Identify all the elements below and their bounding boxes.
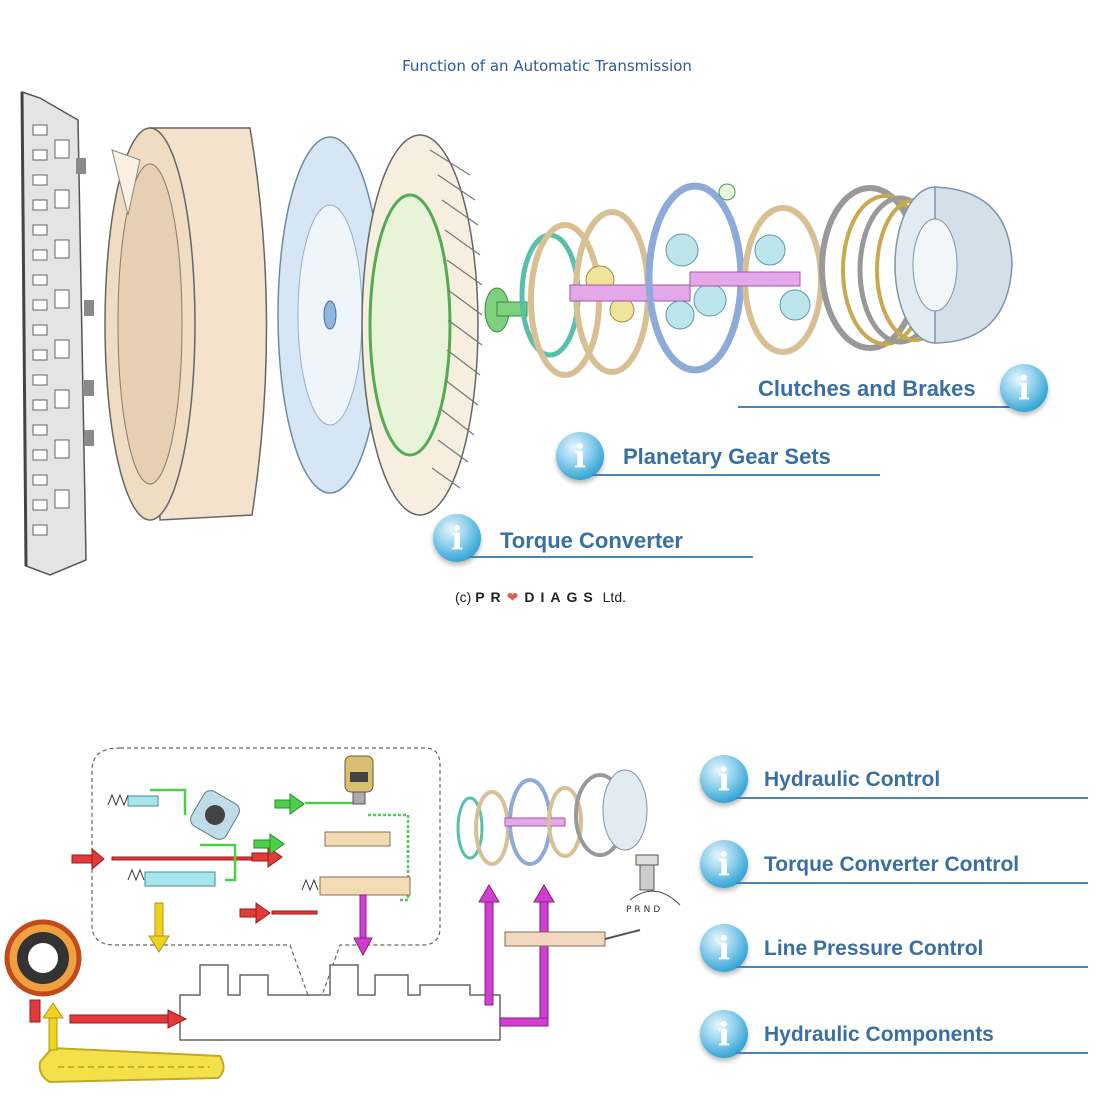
info-icon: i: [700, 1010, 748, 1058]
stator-hub: [484, 287, 528, 333]
heart-icon: ❤: [506, 589, 525, 605]
converter-housing: [104, 127, 268, 521]
info-link-torque-converter[interactable]: i Torque Converter: [433, 512, 763, 568]
underline: [592, 474, 880, 476]
valve-body: [179, 964, 501, 1041]
info-icon: i: [700, 755, 748, 803]
info-label: Clutches and Brakes: [758, 376, 976, 401]
underline: [736, 966, 1088, 968]
info-label: Torque Converter Control: [764, 853, 1020, 876]
shift-positions-label: PRND: [626, 905, 663, 915]
info-label: Line Pressure Control: [764, 937, 984, 960]
converter-flow: [353, 884, 555, 1027]
info-link-hydraulic-control[interactable]: i Hydraulic Control: [700, 753, 1090, 809]
brand-right: DIAGS: [524, 589, 599, 605]
info-icon: i: [700, 924, 748, 972]
suction-flow: [42, 902, 170, 1051]
solenoid-valve: [190, 755, 374, 840]
underline: [736, 1052, 1088, 1054]
torque-converter-turbine: [361, 134, 483, 516]
planetary-gear-sets: [519, 182, 824, 378]
clutch-packs: [819, 185, 1013, 351]
info-icon: i: [1000, 364, 1048, 412]
info-icon: i: [433, 514, 481, 562]
info-link-line-pressure-control[interactable]: i Line Pressure Control: [700, 922, 1090, 978]
info-label: Planetary Gear Sets: [623, 444, 831, 469]
underline: [738, 406, 1028, 408]
callout-box: [91, 747, 441, 1017]
torque-converter-impeller: [277, 136, 383, 494]
info-link-planetary-gear-sets[interactable]: i Planetary Gear Sets: [556, 430, 886, 486]
underline: [736, 882, 1088, 884]
brand-left: PR: [475, 589, 507, 605]
underline: [736, 797, 1088, 799]
valve-spools: [107, 793, 411, 896]
line-pressure-flow: [29, 846, 318, 1029]
copyright: (c) PR❤DIAGS Ltd.: [455, 589, 626, 606]
info-icon: i: [556, 432, 604, 480]
copyright-prefix: (c): [455, 589, 472, 605]
info-label: Hydraulic Components: [764, 1023, 994, 1046]
info-icon: i: [700, 840, 748, 888]
info-label: Torque Converter: [500, 528, 683, 553]
small-gearset-illustration: [456, 769, 648, 866]
info-link-torque-converter-control[interactable]: i Torque Converter Control: [700, 838, 1090, 894]
flexplate: [20, 90, 94, 576]
exploded-transmission-illustration: [20, 90, 1013, 576]
info-link-clutches-and-brakes[interactable]: Clutches and Brakes i: [738, 362, 1058, 418]
oil-pump: [4, 919, 82, 997]
copyright-suffix: Ltd.: [602, 589, 626, 605]
manual-valve: [504, 854, 681, 947]
control-flow: [253, 793, 305, 855]
info-label: Hydraulic Control: [764, 768, 941, 791]
page-title: Function of an Automatic Transmission: [402, 57, 692, 75]
underline: [469, 556, 753, 558]
info-link-hydraulic-components[interactable]: i Hydraulic Components: [700, 1008, 1090, 1064]
oil-pan: [38, 1046, 225, 1084]
